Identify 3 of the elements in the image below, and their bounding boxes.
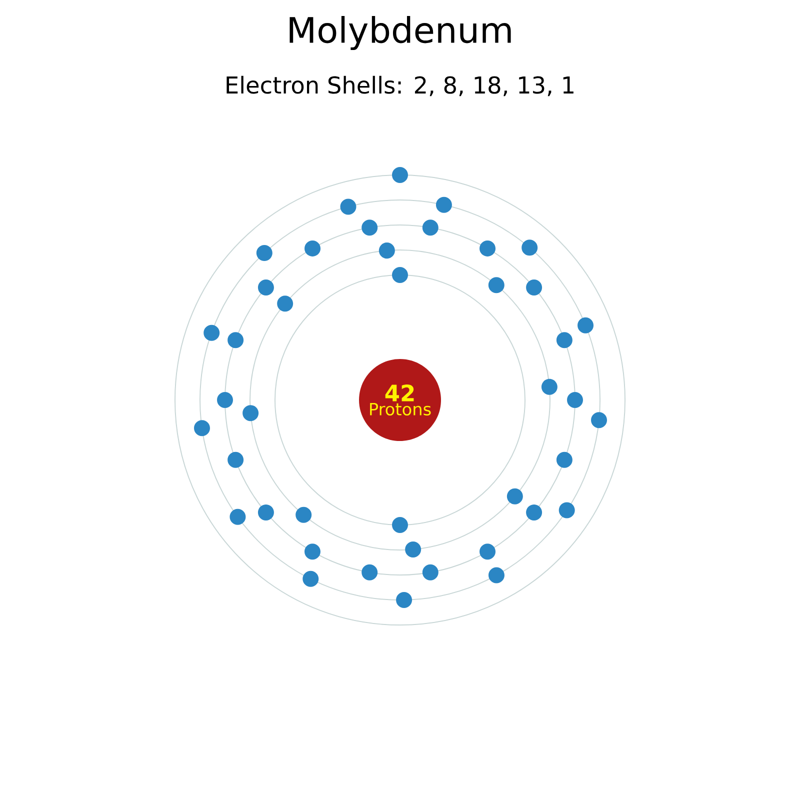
nucleus: 42 Protons: [359, 359, 441, 441]
subtitle: Electron Shells: 2, 8, 18, 13, 1: [226, 76, 574, 96]
title: Molybdenum: [290, 16, 511, 50]
